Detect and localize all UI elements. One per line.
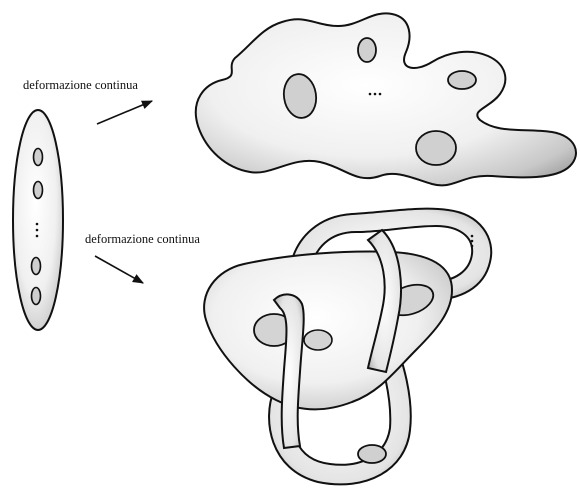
genus-surface-left	[13, 110, 63, 330]
ellipsis-dots-vertical	[471, 235, 474, 248]
hole	[34, 149, 43, 166]
hole	[416, 131, 456, 165]
knotted-surface	[204, 209, 491, 485]
hole	[34, 182, 43, 199]
hole	[448, 71, 476, 89]
deformed-surface-blob	[196, 13, 576, 185]
hole	[32, 258, 41, 275]
hole	[358, 38, 376, 62]
ellipsis-dots-horizontal	[369, 93, 382, 96]
hole	[32, 288, 41, 305]
arrow-top	[97, 101, 152, 124]
hole	[304, 330, 332, 350]
ellipsis-dots-vertical	[36, 223, 39, 238]
arrow-bottom	[95, 256, 143, 283]
hole	[358, 445, 386, 463]
